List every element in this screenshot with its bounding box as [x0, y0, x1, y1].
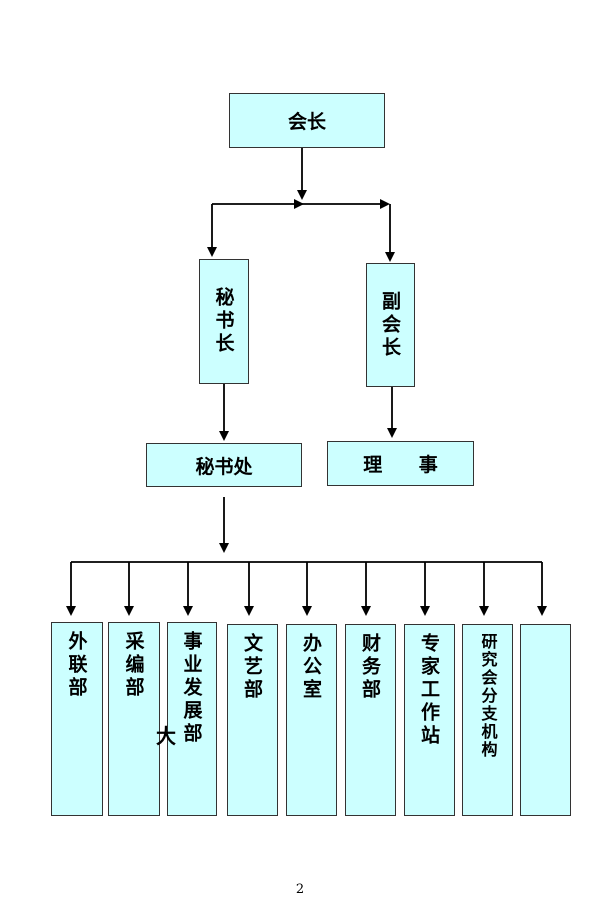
node-dept-office: 办公室 [286, 624, 337, 816]
dept-label: 办公室 [300, 633, 322, 702]
node-dept-blank [520, 624, 571, 816]
node-dept-research-branches: 研究会分支机构 [462, 624, 513, 816]
page-number: 2 [295, 882, 305, 897]
node-dept-expert-workstation: 专家工作站 [404, 624, 455, 816]
dept-label: 文艺部 [241, 633, 263, 702]
node-secretariat-label: 秘书处 [195, 455, 253, 478]
node-council: 理 事 [327, 441, 474, 486]
dept-label: 专家工作站 [418, 633, 440, 748]
dept-label: 研究会分支机构 [478, 633, 498, 759]
node-dept-arts: 文艺部 [227, 624, 278, 816]
node-dept-foreign-liaison: 外联部 [51, 622, 103, 816]
node-vice-president: 副会长 [366, 263, 415, 387]
node-president-label: 会长 [287, 111, 326, 133]
dept-label: 外联部 [65, 631, 88, 700]
node-secretariat: 秘书处 [146, 443, 302, 487]
dept-label: 事业发展部 [180, 631, 203, 746]
stray-glyph: 大 [156, 724, 176, 748]
node-secretary-general: 秘书长 [199, 259, 249, 384]
node-president: 会长 [229, 93, 385, 148]
node-dept-editorial: 采编部 [108, 622, 160, 816]
node-secretary-general-label: 秘书长 [212, 287, 235, 356]
dept-label: 采编部 [122, 631, 145, 700]
node-vice-president-label: 副会长 [379, 290, 401, 360]
node-council-label: 理 事 [363, 454, 438, 476]
node-dept-finance: 财务部 [345, 624, 396, 816]
dept-label: 财务部 [359, 633, 381, 702]
node-dept-business-development: 事业发展部 [167, 622, 217, 816]
